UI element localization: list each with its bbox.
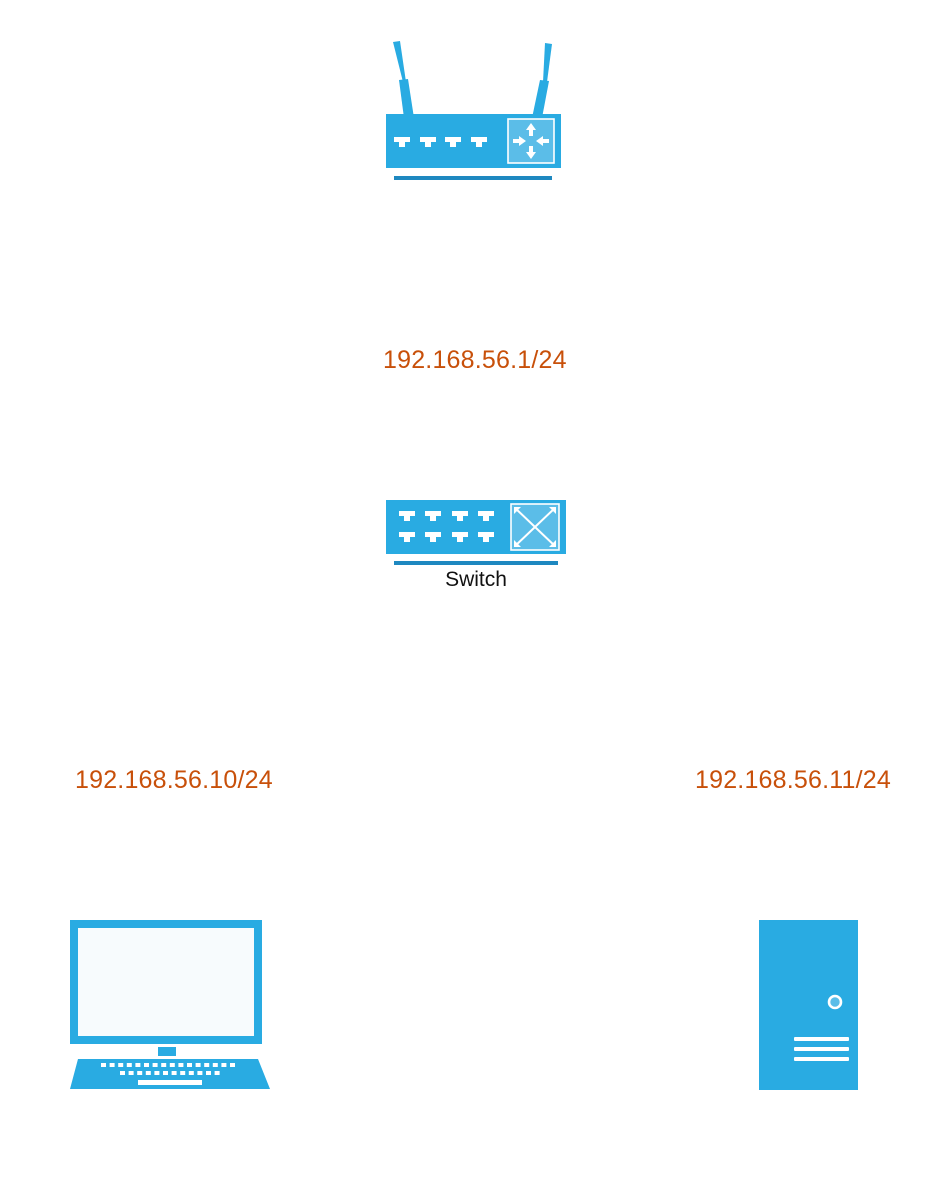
keyboard-key [126, 1063, 132, 1067]
switch-icon [386, 500, 566, 565]
keyboard-key [120, 1071, 125, 1075]
router-node[interactable] [384, 38, 564, 184]
server-tower-icon [759, 920, 858, 1090]
keyboard-key [152, 1063, 158, 1067]
laptop-node[interactable] [68, 918, 272, 1092]
keyboard-key [169, 1063, 175, 1067]
laptop-icon [70, 920, 270, 1089]
keyboard-key [135, 1063, 141, 1067]
keyboard-key [221, 1063, 227, 1067]
keyboard-key [197, 1071, 203, 1075]
keyboard-key [145, 1071, 151, 1075]
router-ip-label: 192.168.56.1/24 [383, 346, 567, 374]
keyboard-key [188, 1071, 194, 1075]
keyboard-key [178, 1063, 184, 1067]
keyboard-key [101, 1063, 106, 1067]
server-node[interactable] [758, 918, 860, 1092]
laptop-ip-label: 192.168.56.10/24 [75, 766, 273, 794]
keyboard-key [204, 1063, 210, 1067]
server-ip-label: 192.168.56.11/24 [695, 766, 891, 794]
keyboard-key [206, 1071, 211, 1075]
keyboard-key [163, 1071, 168, 1075]
keyboard-key [161, 1063, 167, 1067]
keyboard-key [214, 1071, 220, 1075]
keyboard-key [118, 1063, 124, 1067]
keyboard-key [187, 1063, 192, 1067]
keyboard-key [137, 1071, 143, 1075]
keyboard-key [230, 1063, 235, 1067]
switch-label: Switch [445, 568, 507, 591]
keyboard-key [195, 1063, 201, 1067]
keyboard-key [171, 1071, 177, 1075]
keyboard-key [144, 1063, 149, 1067]
switch-node[interactable] [384, 498, 568, 568]
keyboard-key [109, 1063, 115, 1067]
keyboard-key [212, 1063, 218, 1067]
keyboard-key [180, 1071, 186, 1075]
keyboard-key [154, 1071, 160, 1075]
keyboard-key [128, 1071, 134, 1075]
router-icon [386, 41, 561, 180]
